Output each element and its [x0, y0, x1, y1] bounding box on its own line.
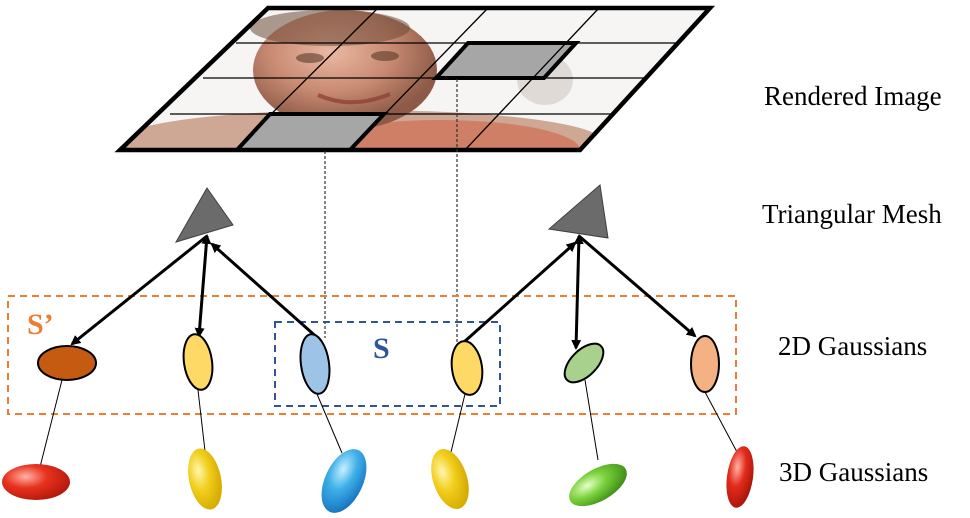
- gaussian-3d-1: [2, 464, 70, 500]
- mesh-arrows: [70, 234, 697, 350]
- gaussians-2d: [37, 333, 720, 396]
- mesh-triangle-right: [547, 184, 609, 239]
- label-triangular-mesh: Triangular Mesh: [762, 199, 942, 229]
- gaussian-3d-4: [431, 449, 469, 509]
- gaussian-2d-5: [563, 342, 605, 384]
- label-3d-gaussians: 3D Gaussians: [779, 457, 929, 487]
- arrow-mesh-to-gaussian-6: [578, 234, 697, 338]
- image-grid: [170, 7, 678, 151]
- arrow-gaussian-4-to-mesh: [463, 241, 577, 344]
- gaussian-2d-2: [182, 333, 214, 391]
- arrow-gaussian-3-to-mesh: [210, 242, 321, 342]
- gaussian-3d-3: [321, 449, 367, 513]
- gaussian-3d-2: [188, 448, 222, 510]
- set-s-prime-box: [7, 295, 737, 415]
- arrow-mesh-to-gaussian-1: [70, 234, 208, 346]
- set-s-label: S: [373, 332, 390, 365]
- label-rendered-image: Rendered Image: [764, 81, 942, 111]
- gaussian-3d-6: [726, 446, 754, 508]
- set-s-box: [274, 321, 501, 407]
- face-image: [120, 8, 710, 150]
- gaussian-2d-6: [690, 335, 720, 393]
- gaussians-3d: [2, 446, 754, 513]
- gaussian-connectors: [39, 379, 738, 468]
- gaussian-3d-5: [569, 463, 627, 507]
- label-2d-gaussians: 2D Gaussians: [778, 331, 928, 361]
- set-s-prime-label: S’: [27, 308, 54, 341]
- mesh-triangle-left: [174, 187, 234, 243]
- gaussian-2d-1: [37, 345, 97, 381]
- rendered-image-plane: [114, 5, 716, 153]
- gaussian-2d-4: [450, 340, 484, 396]
- arrow-mesh-to-gaussian-2: [194, 234, 212, 338]
- gaussian-2d-3: [299, 333, 331, 395]
- arrow-mesh-to-gaussian-5: [571, 234, 584, 350]
